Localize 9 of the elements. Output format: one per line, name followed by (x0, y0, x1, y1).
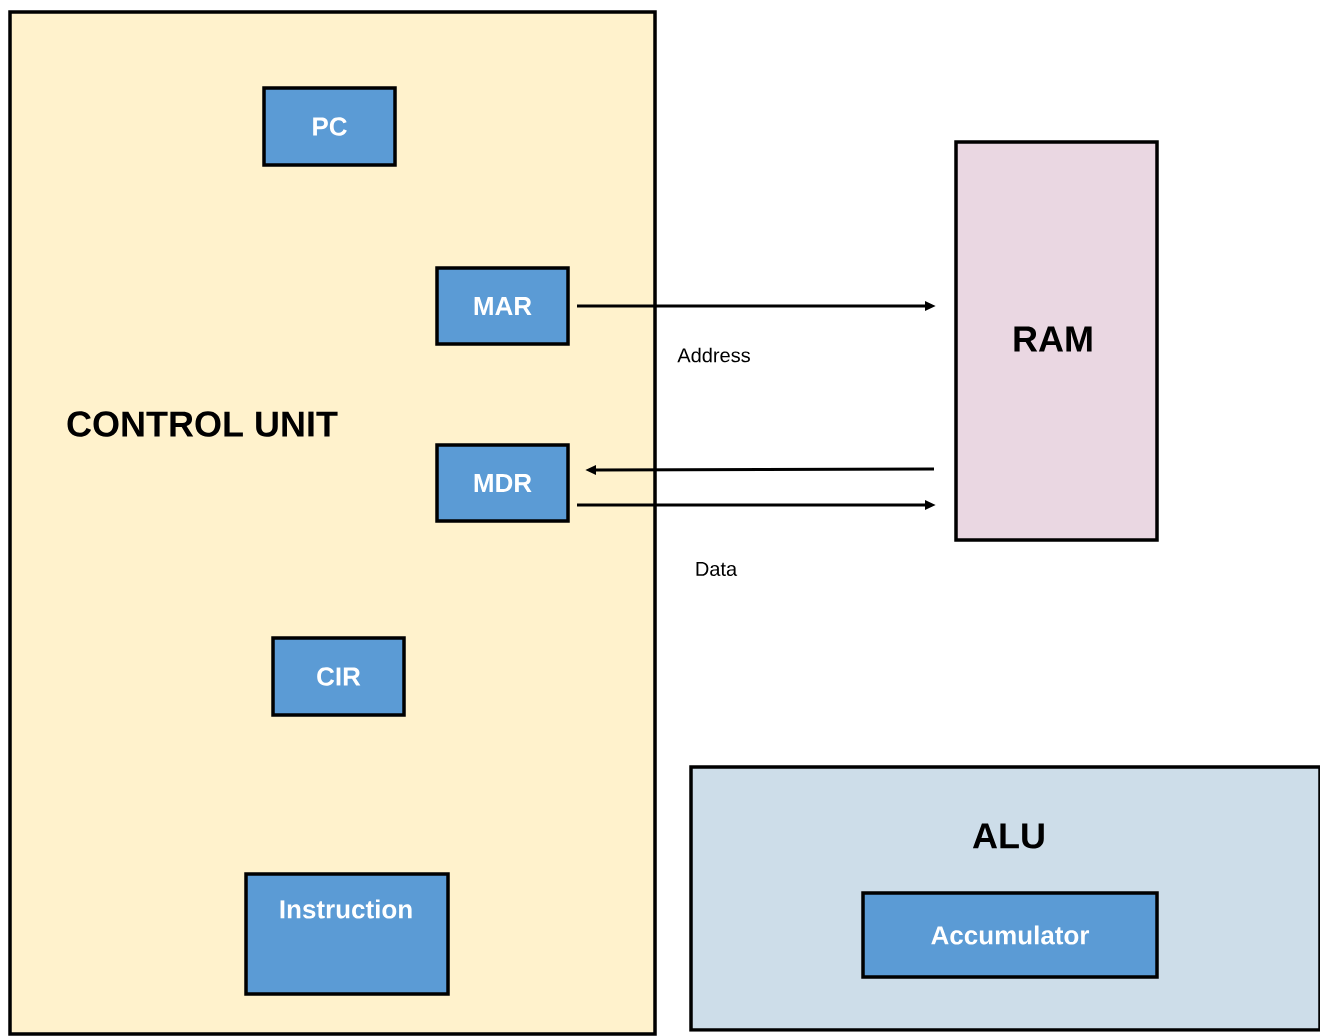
edge-label: Data (693, 561, 739, 577)
edge-label: Address (676, 346, 752, 364)
memory-box: RAM (954, 140, 1159, 542)
register-box: Accumulator (861, 891, 1159, 979)
register-box: PC (262, 86, 397, 167)
register-box: CIR (271, 636, 406, 717)
register-box: MAR (435, 266, 570, 346)
register-box: Instruction (244, 872, 450, 996)
register-box: MDR (435, 443, 570, 523)
